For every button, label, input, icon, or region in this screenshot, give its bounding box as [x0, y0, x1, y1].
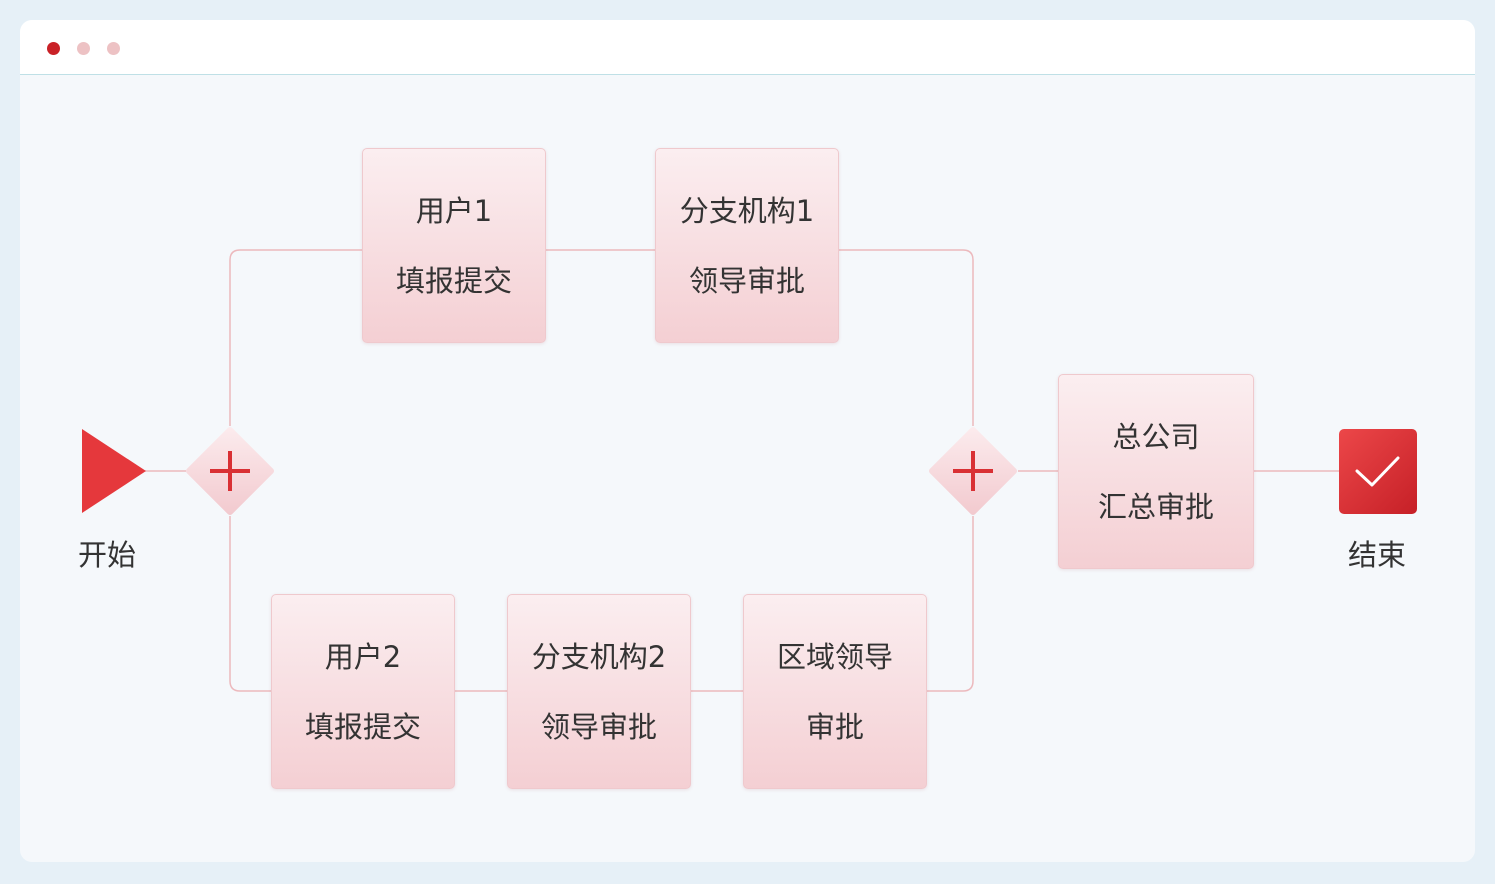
start-event-icon[interactable]: [82, 429, 146, 513]
node-hq-approval[interactable]: 总公司 汇总审批: [1058, 374, 1254, 569]
window-dot-maximize[interactable]: [107, 42, 120, 55]
node-branch1-approval[interactable]: 分支机构1 领导审批: [655, 148, 839, 343]
node-user1-subtitle: 填报提交: [395, 263, 512, 298]
node-region-approval[interactable]: 区域领导 审批: [743, 594, 927, 789]
end-label: 结束: [1348, 538, 1407, 572]
node-hq-subtitle: 汇总审批: [1097, 489, 1214, 524]
join-gateway-plus-icon: [951, 449, 995, 493]
diagram-window: 开始 用户1 填报提交 分支机构1 领导审批 用户2 填报提交 分支机构2 领导…: [20, 20, 1475, 862]
check-icon: [1355, 456, 1400, 487]
node-user1-submit[interactable]: 用户1 填报提交: [362, 148, 546, 343]
edge-region-join: [927, 516, 974, 692]
edge-split-user2: [229, 516, 272, 692]
node-branch2-approval[interactable]: 分支机构2 领导审批: [507, 594, 691, 789]
node-user2-submit[interactable]: 用户2 填报提交: [271, 594, 455, 789]
node-region-subtitle: 审批: [805, 709, 864, 744]
window-dot-minimize[interactable]: [77, 42, 90, 55]
node-branch1-subtitle: 领导审批: [688, 263, 805, 298]
node-branch2-title: 分支机构2: [531, 639, 667, 674]
edge-branch1-join: [839, 249, 974, 426]
node-user1-title: 用户1: [415, 193, 493, 228]
node-user2-title: 用户2: [324, 639, 402, 674]
edge-split-user1: [229, 249, 363, 426]
node-branch1-title: 分支机构1: [679, 193, 815, 228]
window-titlebar: [20, 20, 1475, 75]
flow-edges: [145, 249, 1339, 692]
node-region-title: 区域领导: [776, 639, 893, 674]
split-gateway-plus-icon: [208, 449, 252, 493]
node-user2-subtitle: 填报提交: [304, 709, 421, 744]
start-label: 开始: [78, 538, 137, 572]
end-event[interactable]: [1339, 429, 1417, 514]
node-hq-title: 总公司: [1112, 419, 1200, 454]
node-branch2-subtitle: 领导审批: [540, 709, 657, 744]
window-dot-close[interactable]: [47, 42, 60, 55]
